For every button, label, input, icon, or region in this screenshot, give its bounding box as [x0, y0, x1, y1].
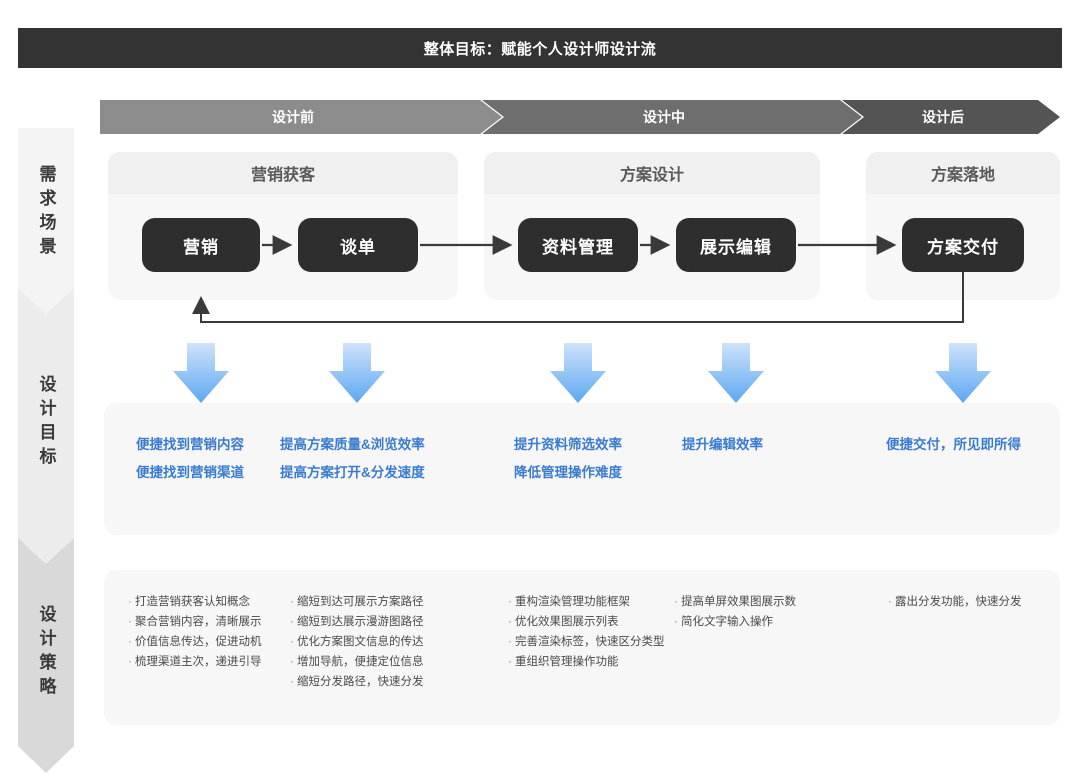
goal-item: 降低管理操作难度	[514, 465, 622, 480]
sidebar-item-label: 设计策略	[36, 605, 56, 701]
phase-chevron-shapes	[100, 100, 1060, 134]
strategy-item: 重组织管理操作功能	[508, 652, 665, 672]
strategy-column-marketing: 打造营销获客认知概念 聚合营销内容，清晰展示 价值信息传达，促进动机 梳理渠道主…	[128, 592, 262, 672]
goal-column-display-editing: 提升编辑效率	[682, 431, 763, 459]
goal-item: 便捷找到营销渠道	[136, 465, 244, 480]
node-label: 营销	[183, 237, 219, 257]
goal-item: 便捷找到营销内容	[136, 437, 244, 452]
node-label: 展示编辑	[700, 237, 772, 257]
node-label: 谈单	[340, 237, 376, 257]
scene-group-title: 营销获客	[108, 152, 458, 194]
strategy-item: 优化方案图文信息的传达	[290, 632, 424, 652]
design-strategies-panel: 打造营销获客认知概念 聚合营销内容，清晰展示 价值信息传达，促进动机 梳理渠道主…	[104, 570, 1060, 725]
scene-group-title-text: 方案落地	[930, 167, 995, 184]
goal-item: 提高方案质量&浏览效率	[280, 437, 425, 452]
scene-group-title: 方案落地	[866, 152, 1060, 194]
node-plan-delivery[interactable]: 方案交付	[902, 218, 1024, 272]
sidebar-item-design-goal[interactable]: 设计目标	[18, 303, 74, 543]
phase-in-design[interactable]: 设计中	[482, 100, 862, 134]
design-goals-panel: 便捷找到营销内容 便捷找到营销渠道 提高方案质量&浏览效率 提高方案打开&分发速…	[104, 403, 1060, 535]
strategy-item: 缩短到达展示漫游图路径	[290, 612, 424, 632]
phase-label: 设计中	[643, 109, 685, 125]
strategy-item: 缩短分发路径，快速分发	[290, 672, 424, 692]
goal-item: 提高方案打开&分发速度	[280, 465, 425, 480]
goal-column-delivery: 便捷交付，所见即所得	[886, 431, 1021, 459]
strategy-item: 简化文字输入操作	[674, 612, 796, 632]
strategy-column-negotiation: 缩短到达可展示方案路径 缩短到达展示漫游图路径 优化方案图文信息的传达 增加导航…	[290, 592, 424, 692]
phase-post-design[interactable]: 设计后	[842, 100, 1060, 134]
node-display-editing[interactable]: 展示编辑	[676, 218, 796, 272]
scene-group-title-text: 营销获客	[250, 167, 315, 184]
strategy-item: 提高单屏效果图展示数	[674, 592, 796, 612]
strategy-column-delivery: 露出分发功能，快速分发	[888, 592, 1022, 612]
strategy-item: 打造营销获客认知概念	[128, 592, 262, 612]
goal-item: 提升资料筛选效率	[514, 437, 622, 452]
node-label: 资料管理	[542, 237, 614, 257]
strategy-column-display-editing: 提高单屏效果图展示数 简化文字输入操作	[674, 592, 796, 632]
scene-group-title: 方案设计	[484, 152, 820, 194]
phase-pre-design[interactable]: 设计前	[100, 100, 502, 134]
sidebar-item-label: 设计目标	[36, 375, 56, 471]
section-rail: 需求场景 设计目标 设计策略	[18, 128, 74, 776]
goal-column-marketing: 便捷找到营销内容 便捷找到营销渠道	[136, 431, 244, 487]
strategy-item: 优化效果图展示列表	[508, 612, 665, 632]
phase-banner: 设计前 设计中 设计后	[100, 100, 1060, 134]
sidebar-item-design-strategy[interactable]: 设计策略	[18, 553, 74, 753]
strategy-item: 聚合营销内容，清晰展示	[128, 612, 262, 632]
strategy-item: 价值信息传达，促进动机	[128, 632, 262, 652]
goal-column-negotiation: 提高方案质量&浏览效率 提高方案打开&分发速度	[280, 431, 425, 487]
goal-column-asset-management: 提升资料筛选效率 降低管理操作难度	[514, 431, 622, 487]
node-marketing[interactable]: 营销	[142, 218, 260, 272]
page-title-text: 整体目标：赋能个人设计师设计流	[423, 40, 657, 58]
sidebar-item-label: 需求场景	[36, 165, 56, 261]
down-arrow-icon	[173, 343, 991, 403]
rail-shapes	[18, 128, 74, 773]
strategy-item: 完善渲染标签，快速区分类型	[508, 632, 665, 652]
strategy-item: 重构渲染管理功能框架	[508, 592, 665, 612]
phase-label: 设计前	[272, 109, 314, 125]
goal-item: 提升编辑效率	[682, 437, 763, 452]
strategy-item: 梳理渠道主次，递进引导	[128, 652, 262, 672]
scene-group-title-text: 方案设计	[619, 167, 684, 184]
node-negotiation[interactable]: 谈单	[298, 218, 418, 272]
sidebar-item-demand-scene[interactable]: 需求场景	[18, 128, 74, 298]
strategy-column-asset-management: 重构渲染管理功能框架 优化效果图展示列表 完善渲染标签，快速区分类型 重组织管理…	[508, 592, 665, 672]
phase-label: 设计后	[922, 109, 964, 125]
node-label: 方案交付	[927, 237, 999, 257]
goal-item: 便捷交付，所见即所得	[886, 437, 1021, 452]
page-title: 整体目标：赋能个人设计师设计流	[18, 28, 1062, 68]
strategy-item: 缩短到达可展示方案路径	[290, 592, 424, 612]
strategy-item: 增加导航，便捷定位信息	[290, 652, 424, 672]
node-asset-management[interactable]: 资料管理	[518, 218, 638, 272]
strategy-item: 露出分发功能，快速分发	[888, 592, 1022, 612]
